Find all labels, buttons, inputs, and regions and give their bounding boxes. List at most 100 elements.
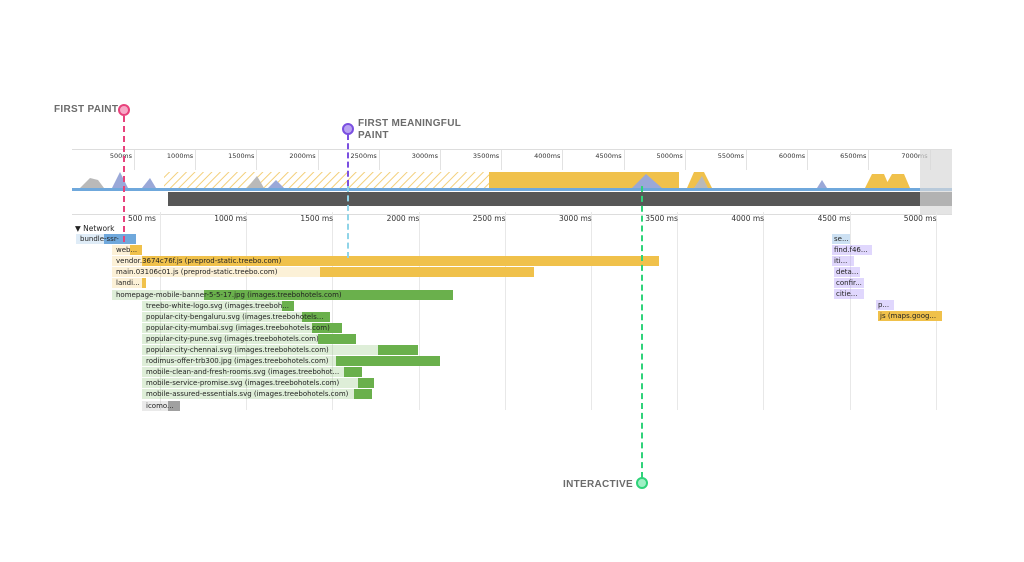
request-label[interactable]: mobile-assured-essentials.svg (images.tr… [146,390,349,399]
first-meaningful-paint-line [347,134,349,186]
overview-tick: 6000ms [779,150,809,170]
request-wait-bar [142,300,282,311]
request-bar[interactable] [344,367,362,378]
request-bar[interactable] [378,345,418,355]
request-label[interactable]: popular-city-mumbai.svg (images.treeboho… [146,323,330,332]
request-label[interactable]: popular-city-chennai.svg (images.treeboh… [146,346,329,354]
overview-tick-label: 1500ms [228,152,255,160]
late-request-label[interactable]: find.f46... [834,246,868,254]
filmstrip [168,192,952,206]
request-wait-bar [142,367,344,378]
request-bar[interactable] [320,267,534,278]
network-title: Network [83,224,115,233]
late-request-label[interactable]: deta... [836,268,859,276]
request-bar[interactable] [318,333,356,344]
first-meaningful-paint-marker [342,123,354,135]
late-request-bar[interactable] [876,300,894,310]
request-wait-bar [112,245,130,256]
late-request-label[interactable]: p... [878,301,890,309]
overview-tick-label: 4000ms [534,152,561,160]
overview-tick-label: 6500ms [840,152,867,160]
ruler-gridline [160,212,161,410]
late-request-bar[interactable] [878,311,942,321]
overview-tick: 4500ms [595,150,625,170]
ruler-gridline [677,212,679,410]
request-bar[interactable] [354,389,372,400]
first-meaningful-paint-label: FIRST MEANINGFUL PAINT [358,118,461,142]
overview-tick: 3500ms [473,150,503,170]
request-bar[interactable] [142,278,146,289]
ruler-tick-label: 3500 ms [645,214,678,223]
late-request-bar[interactable] [832,245,872,255]
request-wait-bar [76,234,126,244]
overview-tick: 2500ms [351,150,380,170]
request-wait-bar [142,333,318,344]
overview-tick: 5500ms [718,150,747,170]
request-label[interactable]: popular-city-bengaluru.svg (images.treeb… [146,312,324,321]
late-request-label[interactable]: citie... [836,290,858,298]
overview-tick-label: 3500ms [472,152,500,160]
request-bar[interactable] [142,256,659,267]
overview-tick-label: 1000ms [166,152,194,160]
overview-tick: 1000ms [167,150,197,170]
overview-tick-label: 2000ms [289,152,316,160]
overview-tick-label: 4500ms [595,152,622,160]
request-label[interactable]: mobile-service-promise.svg (images.treeb… [146,379,340,388]
overview-tick: 2000ms [289,150,319,170]
collapse-triangle-icon[interactable]: ▼ [75,224,81,233]
ruler-tick-label: 2500 ms [472,214,506,223]
overview-tick-label: 2500ms [350,152,377,160]
request-label[interactable]: web... [116,246,138,255]
ruler-tick-label: 1000 ms [214,214,247,223]
request-bar[interactable] [282,300,294,311]
request-wait-bar [142,345,378,355]
late-request-label[interactable]: js (maps.goog... [880,312,937,320]
request-bar[interactable] [302,311,330,322]
overview-tick: 6500ms [840,150,870,170]
interactive-label: INTERACTIVE [563,479,633,490]
request-label[interactable]: treebo-white-logo.svg (images.treeboh... [146,301,289,310]
first-meaningful-paint-line-lower [347,186,349,258]
request-wait-bar [112,256,142,267]
late-request-bar[interactable] [832,234,850,244]
request-bar[interactable] [104,234,136,244]
request-label[interactable]: popular-city-pune.svg (images.treebohote… [146,334,319,343]
request-bar[interactable] [358,378,374,389]
ruler-tick-label: 4500 ms [817,214,851,223]
late-request-label[interactable]: se... [834,235,849,243]
first-meaningful-paint-label-line2: PAINT [358,130,389,141]
request-label[interactable]: rodimus-offer-trb300.jpg (images.treeboh… [146,357,329,366]
request-wait-bar [142,378,358,389]
request-label[interactable]: icomo... [146,401,174,410]
late-request-bar[interactable] [834,278,864,288]
late-request-bar[interactable] [832,256,854,266]
late-request-bar[interactable] [834,267,860,277]
request-label[interactable]: bundle-ssr- [80,235,119,243]
request-wait-bar [112,278,142,289]
network-section-header[interactable]: ▼ Network [75,224,115,233]
late-request-label[interactable]: confir... [836,279,862,287]
ruler-gridline [763,212,765,410]
request-label[interactable]: vendor.3674c76f.js (preprod-static.treeb… [116,257,282,266]
first-paint-label: FIRST PAINT [54,104,119,115]
request-bar[interactable] [312,322,342,333]
ruler-tick-label: 5000 ms [903,214,937,223]
request-bar[interactable] [204,289,453,300]
request-bar[interactable] [336,356,440,367]
overview-tick-label: 500ms [109,152,132,160]
late-request-bar[interactable] [834,289,864,299]
request-bar[interactable] [130,245,142,256]
request-wait-bar [142,311,302,322]
request-label[interactable]: main.03106c01.js (preprod-static.treebo.… [116,268,278,277]
request-label[interactable]: homepage-mobile-banner-5-5-17.jpg (image… [116,290,342,299]
ruler-gridline [418,212,420,410]
late-request-label[interactable]: iti... [834,257,848,265]
overview-tick: 500ms [110,150,135,170]
ruler-tick-label: 1500 ms [300,214,334,223]
overview-tick: 4000ms [534,150,564,170]
request-label[interactable]: landi... [116,279,140,288]
request-label[interactable]: mobile-clean-and-fresh-rooms.svg (images… [146,368,340,377]
request-wait-bar [142,356,336,367]
request-bar[interactable] [168,400,180,411]
